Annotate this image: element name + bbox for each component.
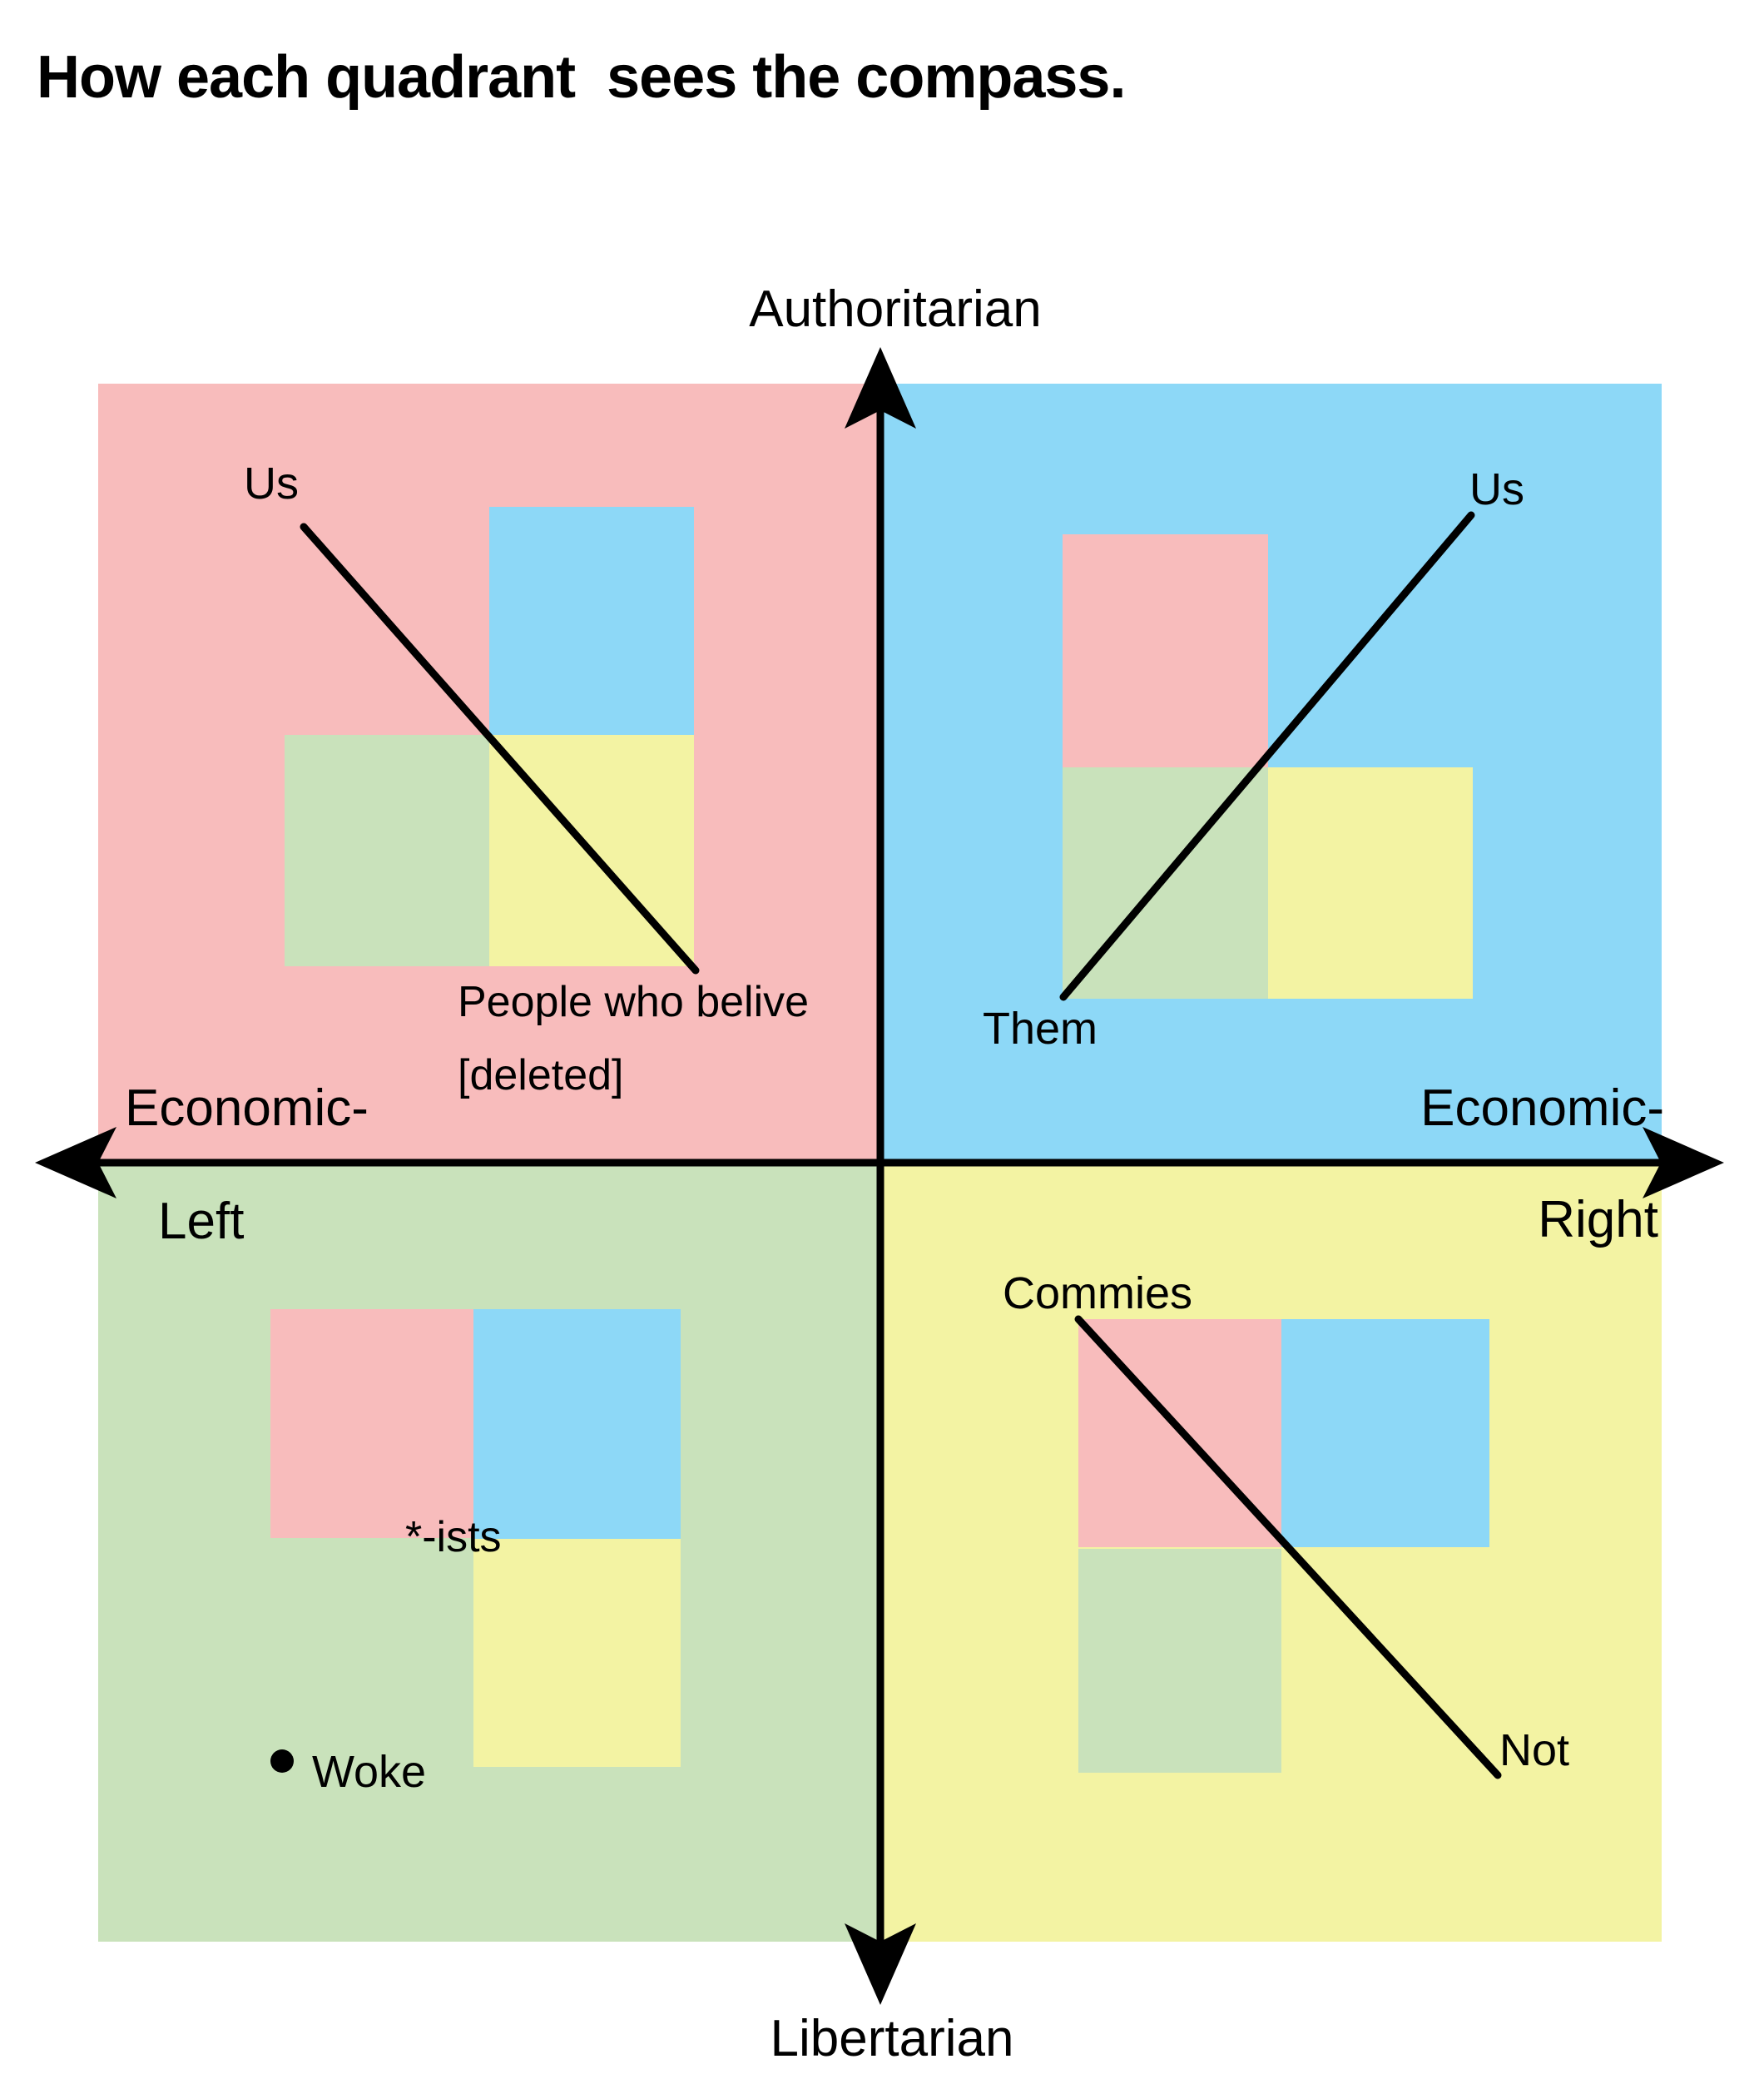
mini-rect-libleft-blue [473,1309,681,1539]
axis-label-economic-left-lower: Left [158,1193,245,1250]
mini-rect-authright-green [1063,767,1268,999]
mini-rect-libright-red [1078,1319,1281,1547]
mini-rect-authleft-green [285,735,489,966]
mini-rect-authright-yellow [1268,767,1473,999]
mini-rect-libleft-yellow [473,1539,681,1767]
annotation-people-deleted: People who belive [deleted] [458,965,809,1113]
axis-label-economic-left-upper: Economic- [125,1079,369,1137]
label-not: Not [1499,1725,1570,1775]
mini-rect-libright-green [1078,1549,1281,1773]
mini-rect-authleft-yellow [489,735,694,966]
mini-rect-authleft-blue [489,507,694,735]
label-us-auth-left: Us [244,459,299,509]
page-title: How each quadrant sees the compass. [37,44,1126,111]
woke-point-dot [270,1749,294,1773]
axis-label-economic-right-upper: Economic- [1420,1079,1664,1137]
label-them: Them [983,1004,1098,1054]
label-commies: Commies [1003,1268,1193,1318]
axis-label-authoritarian: Authoritarian [749,280,1042,338]
label-us-auth-right: Us [1469,464,1524,514]
annotation-people-deleted-line1: People who belive [458,978,810,1026]
annotation-people-deleted-line2: [deleted] [458,1051,624,1100]
label-woke: Woke [312,1747,427,1797]
axis-label-libertarian: Libertarian [770,2010,1014,2067]
label-ists: *-ists [405,1513,502,1561]
axis-label-economic-right-lower: Right [1538,1191,1658,1248]
mini-rect-libleft-red [270,1309,473,1538]
mini-rect-libright-blue [1281,1319,1489,1547]
mini-rect-authright-red [1063,534,1268,767]
